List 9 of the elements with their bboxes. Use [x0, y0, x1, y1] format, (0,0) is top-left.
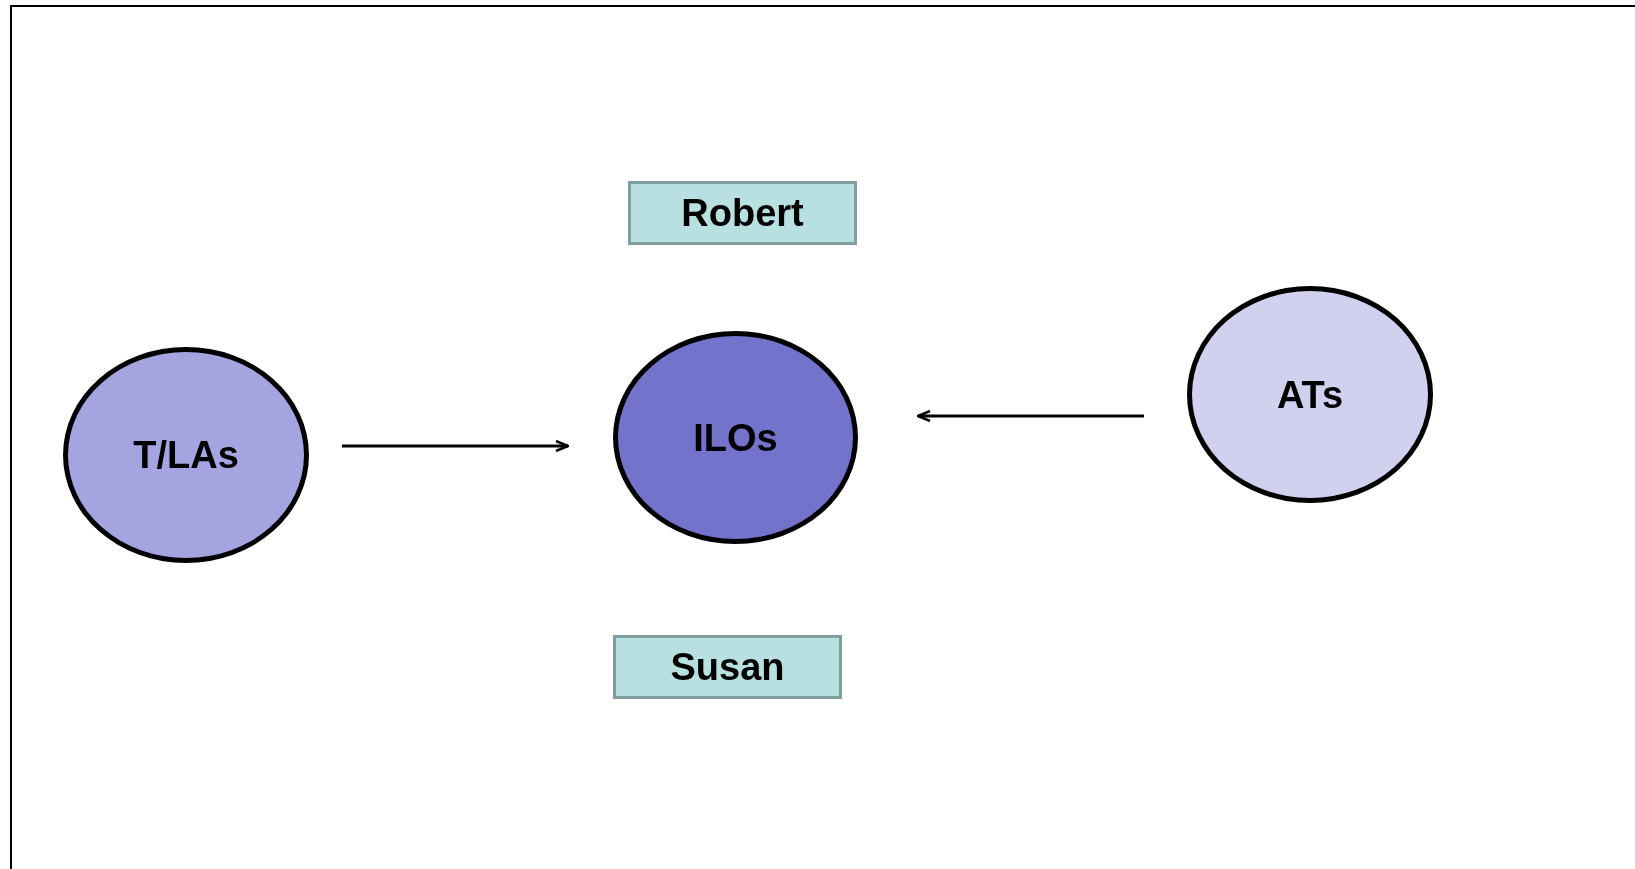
node-label: T/LAs: [133, 436, 239, 474]
arrow: [342, 439, 570, 453]
node-label: Susan: [670, 648, 785, 686]
label-box: [613, 635, 842, 699]
node-label: ILOs: [693, 418, 778, 457]
node-label: ATs: [1276, 375, 1344, 414]
label-box: [628, 181, 857, 245]
arrow: [916, 409, 1144, 423]
node-label: Robert: [681, 194, 804, 232]
